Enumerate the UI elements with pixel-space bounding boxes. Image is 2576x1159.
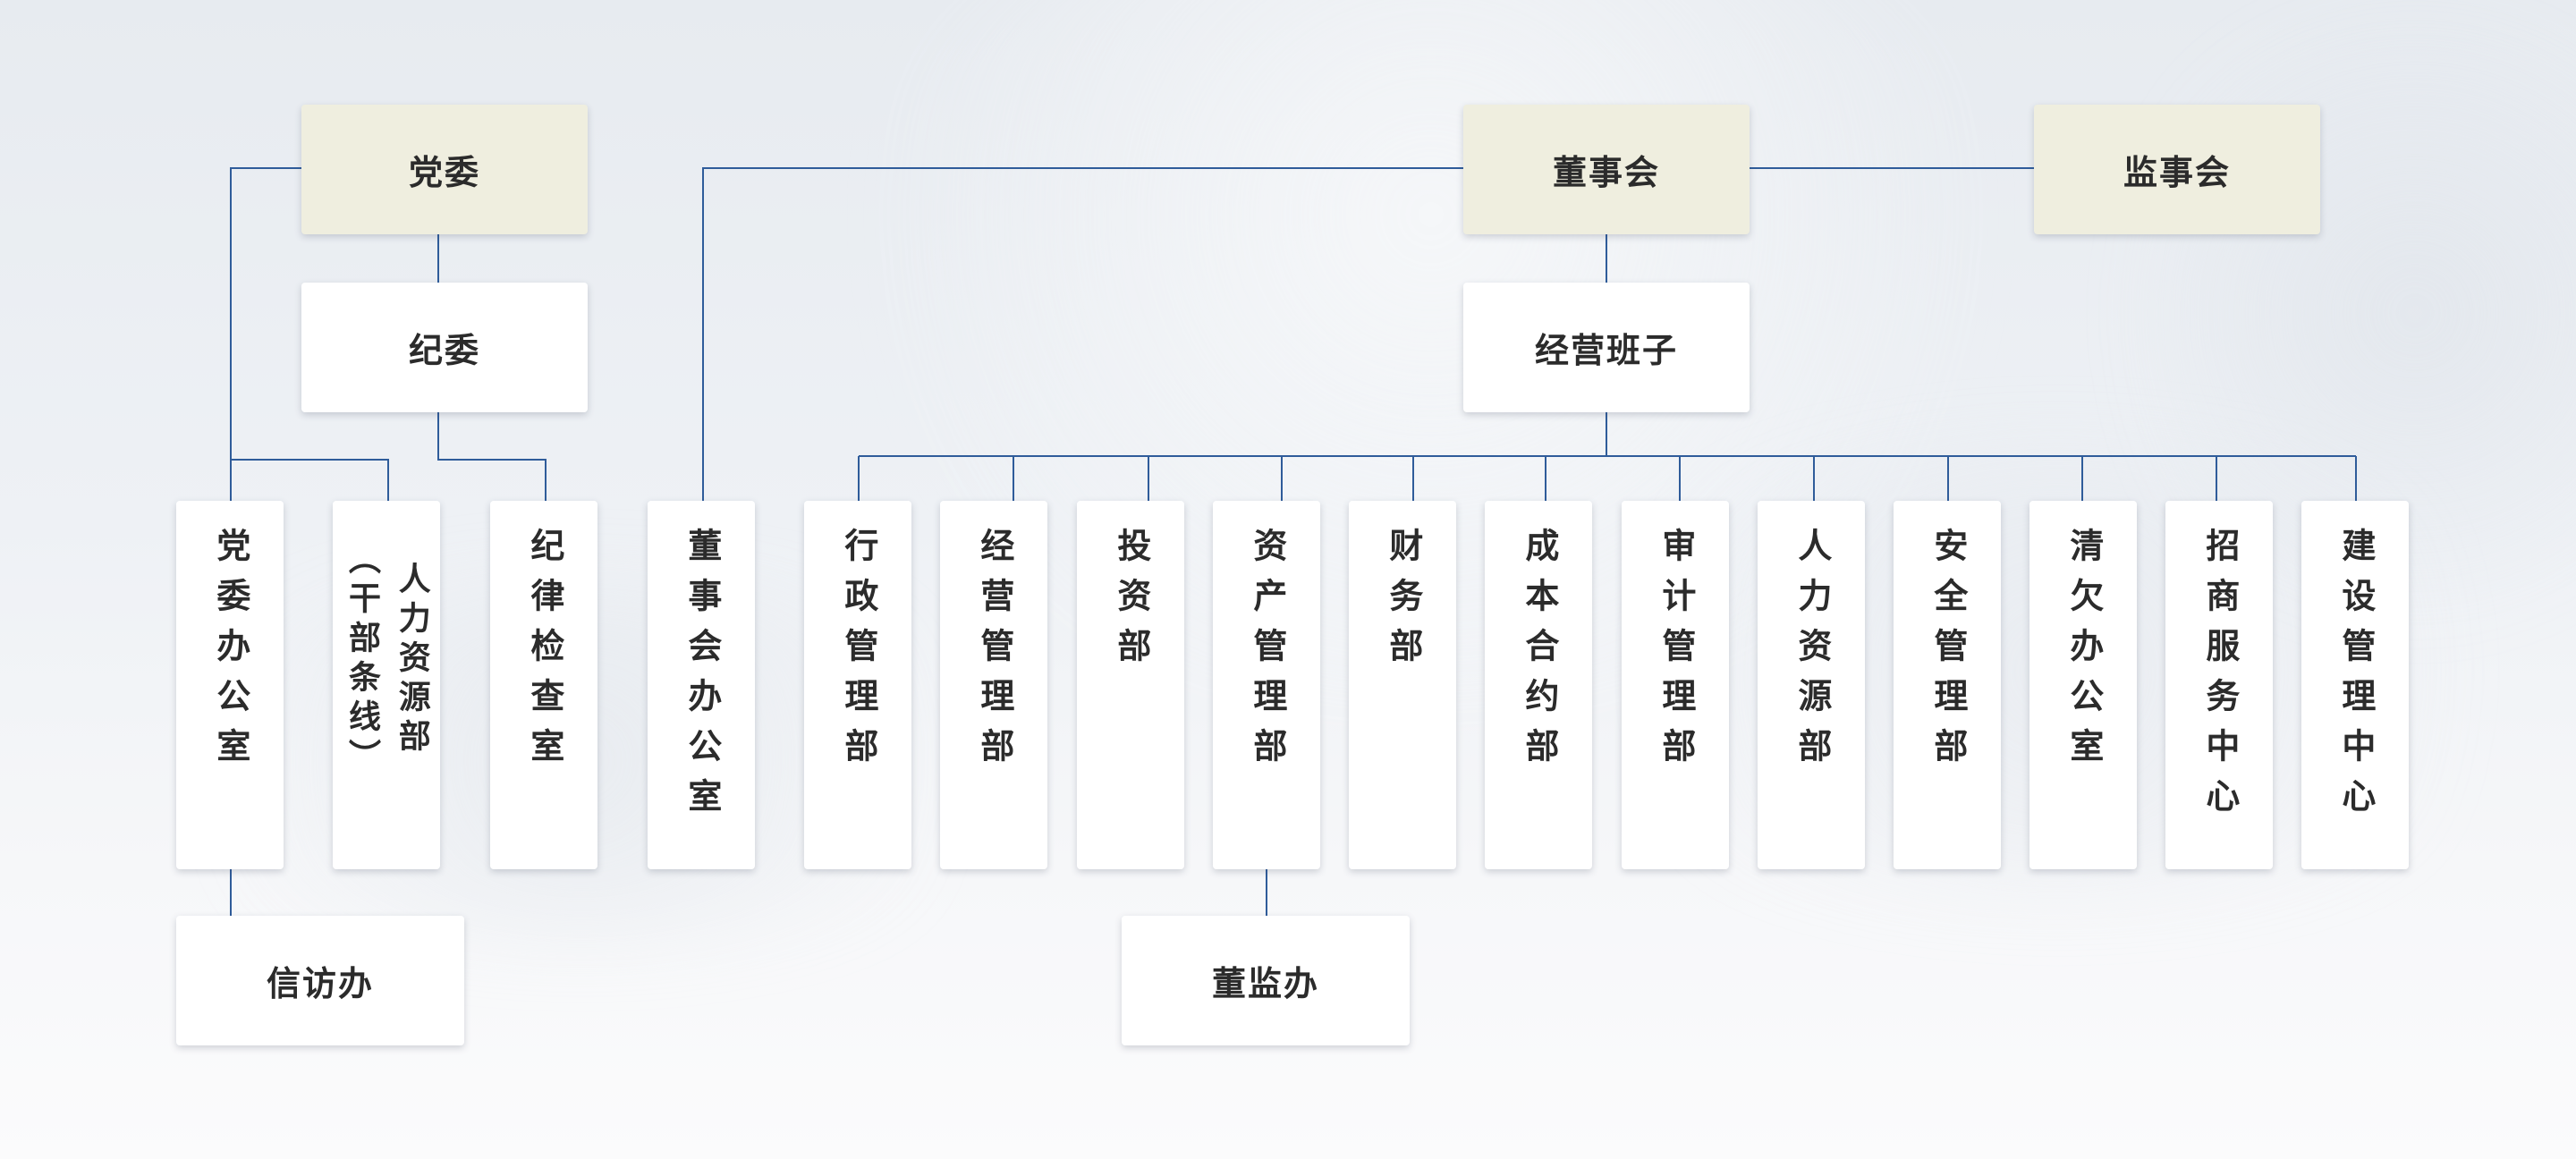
connector-line: [702, 167, 1463, 501]
node-label: 董监办: [1211, 964, 1319, 1003]
node-investment-dept: 投资部: [1077, 501, 1184, 869]
node-discipline-committee: 纪委: [301, 283, 588, 412]
node-label: 人力资源部（干部条线）: [343, 542, 430, 778]
node-label: 董事会: [1552, 153, 1660, 192]
node-label: 董事会办公室: [682, 528, 722, 828]
node-investment-service: 招商服务中心: [2165, 501, 2273, 869]
node-label: 信访办: [266, 964, 374, 1003]
node-operation-dept: 经营管理部: [940, 501, 1047, 869]
node-label: 党委办公室: [210, 528, 250, 778]
connector-line: [437, 412, 547, 501]
node-label: 经营管理部: [974, 528, 1014, 778]
node-admin-dept: 行政管理部: [804, 501, 911, 869]
node-asset-dept: 资产管理部: [1213, 501, 1320, 869]
node-label: 人力资源部: [1792, 528, 1832, 778]
node-audit-dept: 审计管理部: [1622, 501, 1729, 869]
node-safety-dept: 安全管理部: [1894, 501, 2001, 869]
node-label: 财务部: [1383, 528, 1423, 678]
node-label: 监事会: [2123, 153, 2231, 192]
node-label: 投资部: [1111, 528, 1151, 678]
node-board-office: 董事会办公室: [648, 501, 755, 869]
connector-line: [230, 167, 301, 501]
node-label: 建设管理中心: [2335, 528, 2376, 828]
node-label: 资产管理部: [1247, 528, 1287, 778]
node-board-of-supervisors: 监事会: [2034, 105, 2320, 234]
connector-line: [231, 459, 389, 501]
node-label: 经营班子: [1534, 331, 1678, 370]
node-construction-center: 建设管理中心: [2301, 501, 2409, 869]
node-hr-cadre: 人力资源部（干部条线）: [333, 501, 440, 869]
node-label: 成本合约部: [1519, 528, 1559, 778]
node-board-of-directors: 董事会: [1463, 105, 1750, 234]
node-finance-dept: 财务部: [1349, 501, 1456, 869]
node-label: 纪委: [408, 331, 480, 370]
node-supervision-office: 董监办: [1122, 916, 1410, 1045]
node-management-team: 经营班子: [1463, 283, 1750, 412]
node-label: 行政管理部: [838, 528, 878, 778]
node-label: 党委: [408, 153, 480, 192]
node-debt-office: 清欠办公室: [2029, 501, 2137, 869]
node-discipline-office: 纪律检查室: [490, 501, 597, 869]
node-label: 审计管理部: [1656, 528, 1696, 778]
node-cost-dept: 成本合约部: [1485, 501, 1592, 869]
node-party-committee: 党委: [301, 105, 588, 234]
node-label: 安全管理部: [1928, 528, 1968, 778]
node-hr-dept: 人力资源部: [1758, 501, 1865, 869]
node-label: 纪律检查室: [524, 528, 564, 778]
node-label: 招商服务中心: [2199, 528, 2240, 828]
node-label: 清欠办公室: [2063, 528, 2104, 778]
node-party-office: 党委办公室: [176, 501, 284, 869]
node-petition-office: 信访办: [176, 916, 464, 1045]
